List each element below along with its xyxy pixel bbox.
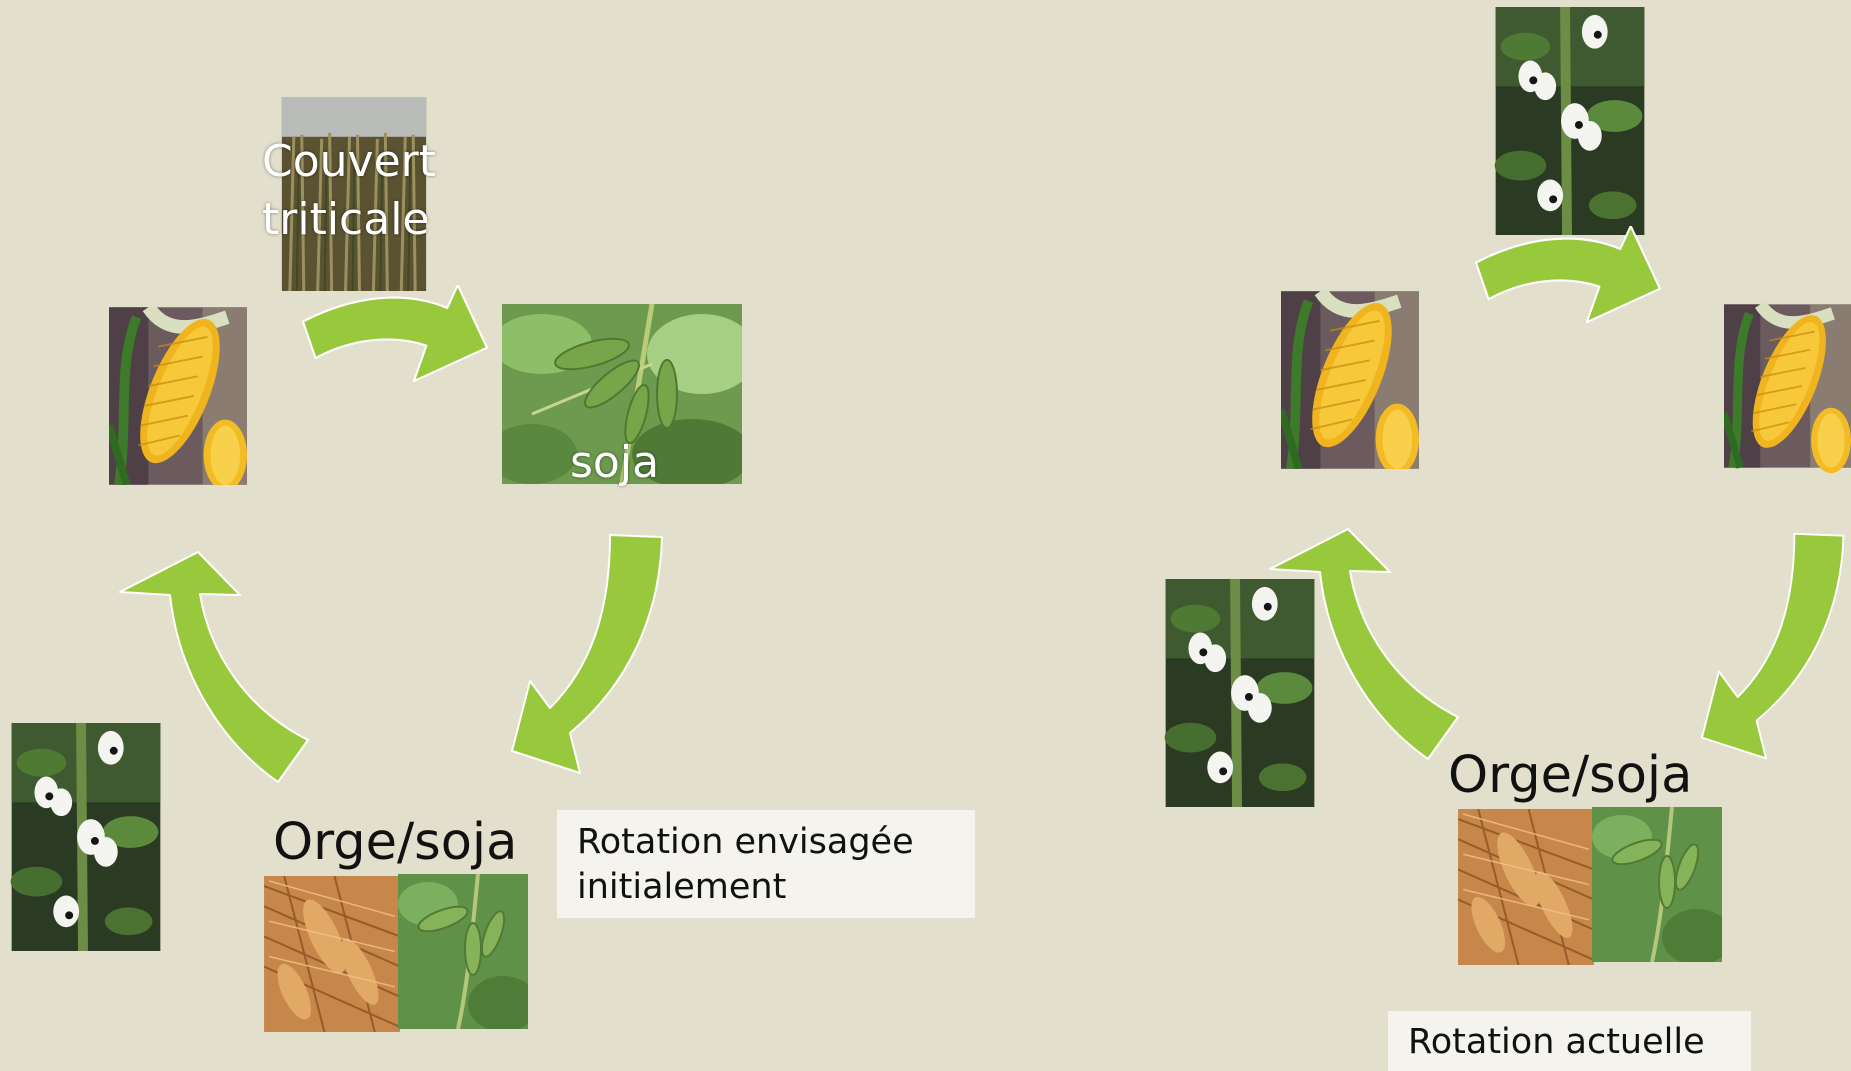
soy-image-left-small (398, 874, 528, 1029)
soy-image-right-small (1592, 807, 1722, 962)
faba-bean-icon (1164, 579, 1316, 807)
faba-image-right-left (1164, 579, 1316, 807)
caption-initial-line1: Rotation envisagée (577, 822, 914, 862)
cover-label: Couvert triticale (262, 133, 436, 249)
caption-initial-line2: initialement (577, 867, 787, 907)
arrow-right-left-side (1269, 528, 1459, 760)
caption-current-rotation: Rotation actuelle (1388, 1011, 1751, 1071)
soy-label: soja (570, 437, 660, 488)
corn-icon (109, 307, 247, 485)
corn-image-left (109, 307, 247, 485)
faba-image-right-top (1494, 7, 1646, 235)
arrow-corn-to-soy (300, 285, 490, 400)
soy-small-icon (1592, 807, 1722, 962)
barley-icon (264, 876, 400, 1032)
corn-image-right-left (1281, 291, 1419, 469)
faba-bean-icon (10, 723, 162, 951)
arrow-soy-to-barley (511, 534, 663, 774)
caption-initial-rotation: Rotation envisagée initialement (557, 810, 975, 918)
corn-icon (1281, 291, 1419, 469)
soy-small-icon (398, 874, 528, 1029)
barley-soy-label-left: Orge/soja (273, 813, 518, 872)
arrow-barley-to-corn (119, 551, 309, 783)
barley-image-left (264, 876, 400, 1032)
corn-icon (1724, 297, 1851, 475)
arrow-right-side (1700, 532, 1845, 760)
caption-current-text: Rotation actuelle (1408, 1022, 1705, 1062)
barley-image-right (1458, 809, 1594, 965)
barley-soy-label-right: Orge/soja (1448, 746, 1693, 805)
cover-label-line2: triticale (262, 194, 430, 245)
arrow-right-top (1473, 226, 1663, 341)
corn-image-right-right (1724, 297, 1851, 475)
faba-bean-icon (1494, 7, 1646, 235)
faba-image-left (10, 723, 162, 951)
barley-icon (1458, 809, 1594, 965)
cover-label-line1: Couvert (262, 136, 436, 187)
